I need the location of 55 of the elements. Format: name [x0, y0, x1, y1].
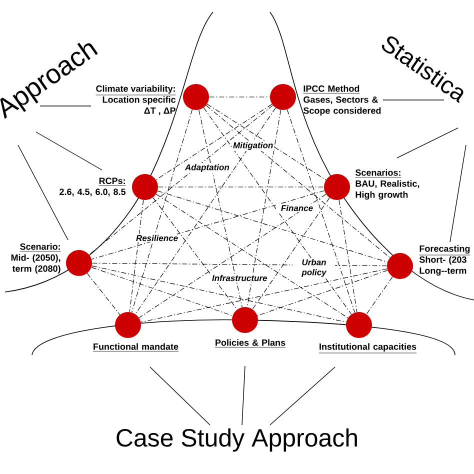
connector-line	[198, 110, 242, 308]
theme-label: Adaptation	[184, 163, 230, 173]
connector-line	[131, 109, 193, 313]
connector-line	[91, 266, 233, 316]
approach-label: Case Study Approach	[116, 428, 357, 452]
node-label: Forecasting	[420, 245, 470, 254]
connector-line	[206, 104, 326, 180]
connector-line	[156, 104, 272, 180]
node-label: Gases, Sectors & Scope considered	[303, 96, 381, 116]
connector-line	[152, 197, 238, 310]
node-label: 2.6, 4.5, 6.0, 8.5	[60, 188, 126, 196]
theme-label: Infrastructure	[211, 274, 268, 282]
theme-label: Resilience	[135, 234, 178, 242]
node-label: Short- (203 Long--term	[419, 256, 466, 276]
leader-line	[450, 144, 466, 242]
node-label: RCPs:	[99, 178, 125, 184]
connector-line	[156, 194, 348, 318]
node-label: Mid- (2050), term (2080)	[11, 254, 60, 274]
connector-line	[286, 109, 356, 313]
connector-line	[208, 96, 270, 98]
node-label: Institutional capacities	[320, 343, 416, 352]
leader-line	[18, 144, 68, 240]
connector-line	[92, 266, 346, 322]
connector-line	[203, 107, 352, 315]
node-label: Functional mandate	[94, 343, 178, 350]
node-label: BAU, Realistic, High growth	[356, 180, 420, 200]
node-label: Climate variability:	[96, 85, 175, 94]
node-label: IPCC Method	[304, 85, 360, 92]
connector-line	[86, 273, 120, 315]
connector-line	[158, 186, 324, 188]
connector-line	[140, 268, 388, 322]
node-label: Scenario:	[20, 243, 60, 250]
connector-line	[157, 190, 388, 262]
theme-label: Finance	[276, 204, 318, 212]
connector-line	[91, 190, 325, 260]
theme-label: Mitigation	[232, 141, 274, 151]
connector-line	[366, 276, 393, 314]
leader-line	[242, 366, 246, 426]
connector-line	[129, 200, 144, 312]
theme-label: Urban policy	[293, 258, 335, 278]
connector-line	[252, 198, 330, 310]
leader-line	[150, 366, 210, 426]
leader-line	[36, 132, 102, 170]
node-label: Policies & Plans	[216, 339, 286, 346]
connector-line	[338, 200, 358, 312]
connector-line	[257, 270, 388, 316]
node-label: Location specific ΔT , ΔP	[102, 96, 176, 116]
connector-line	[138, 194, 326, 318]
connector-line	[88, 105, 274, 255]
connector-line	[246, 110, 282, 308]
node-label: Scenarios:	[355, 169, 400, 176]
connector-line	[135, 108, 276, 314]
connector-line	[206, 105, 390, 258]
leader-line	[270, 366, 336, 426]
leader-line	[396, 128, 458, 158]
